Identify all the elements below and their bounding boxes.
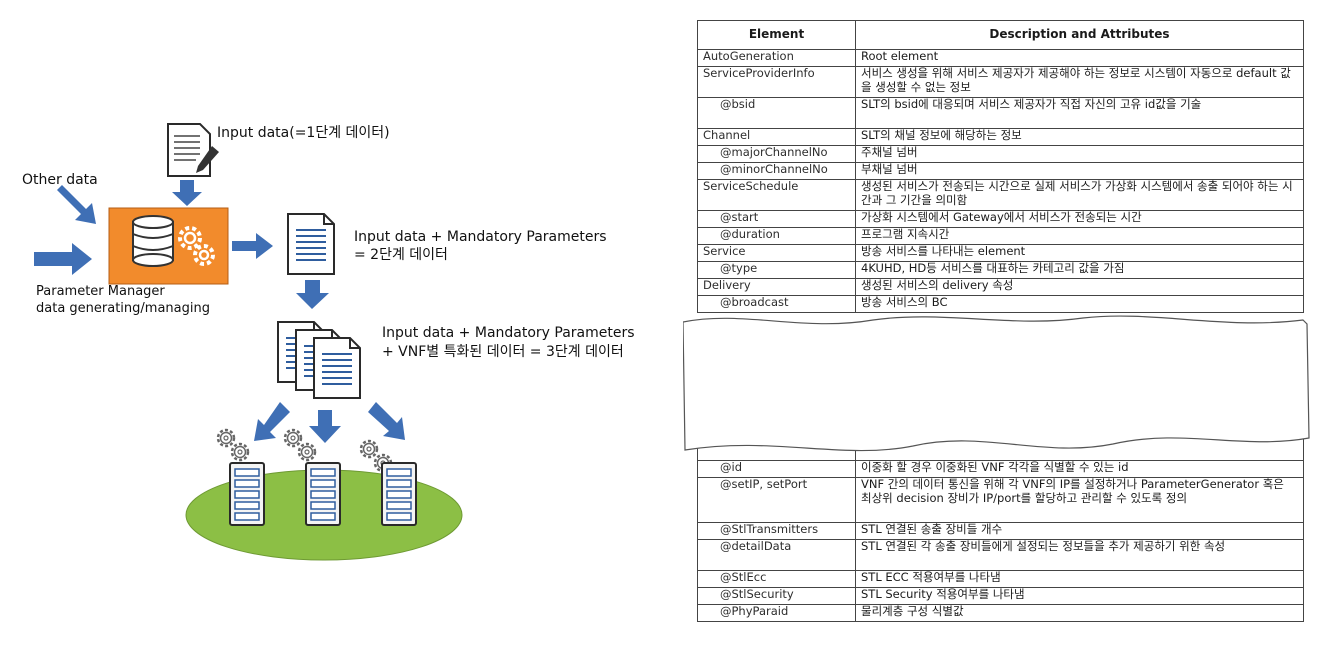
arrow-other-data — [52, 185, 96, 224]
stage3-label-line2: + VNF별 특화된 데이터 = 3단계 데이터 — [382, 344, 624, 360]
server-gears-2-icon — [283, 428, 317, 462]
element-cell: @setIP, setPort — [697, 477, 856, 523]
input-data-label: Input data(=1단계 데이터) — [217, 125, 390, 141]
element-cell: @StlTransmitters — [697, 522, 856, 540]
arrow-input-to-manager — [172, 180, 202, 206]
element-table-top: Element Description and Attributes AutoG… — [697, 20, 1304, 313]
server-2-icon — [305, 462, 341, 526]
description-cell: STL Security 적용여부를 나타냄 — [855, 587, 1304, 605]
description-cell: VNF 간의 데이터 통신을 위해 각 VNF의 IP를 설정하거나 Param… — [855, 477, 1304, 523]
description-cell: 가상화 시스템에서 Gateway에서 서비스가 전송되는 시간 — [855, 210, 1304, 228]
description-cell: 프로그램 지속시간 — [855, 227, 1304, 245]
arrow-external-input — [34, 243, 92, 275]
stage2-label-line1: Input data + Mandatory Parameters — [354, 229, 607, 245]
manager-label-line2: data generating/managing — [36, 301, 210, 316]
element-cell: @PhyParaid — [697, 604, 856, 622]
description-cell: 서비스 생성을 위해 서비스 제공자가 제공해야 하는 정보로 시스템이 자동으… — [855, 66, 1304, 98]
description-cell: SLT의 채널 정보에 해당하는 정보 — [855, 128, 1304, 146]
stage3-label-line1: Input data + Mandatory Parameters — [382, 325, 635, 341]
description-cell: STL 연결된 각 송출 장비들에게 설정되는 정보들을 추가 제공하기 위한 … — [855, 539, 1304, 571]
header-description: Description and Attributes — [855, 20, 1304, 50]
distribution-arrows — [254, 402, 405, 443]
diagram-graphics — [34, 123, 463, 561]
element-cell: @type — [697, 261, 856, 279]
element-cell: ServiceProviderInfo — [697, 66, 856, 98]
element-cell: @StlEcc — [697, 570, 856, 588]
element-cell: @majorChannelNo — [697, 145, 856, 163]
element-cell: @detailData — [697, 539, 856, 571]
parameter-manager-box — [108, 207, 229, 285]
element-cell: @duration — [697, 227, 856, 245]
description-cell: Root element — [855, 49, 1304, 67]
element-cell: ServiceSchedule — [697, 179, 856, 211]
stage2-label-line2: = 2단계 데이터 — [354, 247, 448, 263]
workflow-diagram: Input data(=1단계 데이터) Other data Paramete… — [22, 123, 635, 561]
stage3-documents-icon — [277, 321, 361, 399]
arrow-manager-to-stage2 — [232, 233, 273, 259]
description-cell: 주채널 넘버 — [855, 145, 1304, 163]
server-3-icon — [381, 462, 417, 526]
element-cell: @start — [697, 210, 856, 228]
description-cell: 방송 서비스를 나타내는 element — [855, 244, 1304, 262]
gear-icon — [178, 226, 215, 266]
element-cell: AutoGeneration — [697, 49, 856, 67]
table-header-row: Element Description and Attributes — [697, 20, 1304, 50]
manager-label-line1: Parameter Manager — [36, 284, 165, 299]
arrow-stage2-to-stage3 — [296, 280, 329, 309]
description-cell: 부채널 넘버 — [855, 162, 1304, 180]
element-cell: @minorChannelNo — [697, 162, 856, 180]
description-cell: STL 연결된 송출 장비들 개수 — [855, 522, 1304, 540]
database-icon — [132, 215, 174, 267]
description-cell: 방송 서비스의 BC — [855, 295, 1304, 313]
element-cell: Channel — [697, 128, 856, 146]
header-element: Element — [697, 20, 856, 50]
description-cell: 4KUHD, HD등 서비스를 대표하는 카테고리 값을 가짐 — [855, 261, 1304, 279]
description-cell: 물리계층 구성 식별값 — [855, 604, 1304, 622]
description-cell: 생성된 서비스가 전송되는 시간으로 실제 서비스가 가상화 시스템에서 송출 … — [855, 179, 1304, 211]
description-cell: 생성된 서비스의 delivery 속성 — [855, 278, 1304, 296]
element-cell: @broadcast — [697, 295, 856, 313]
server-gears-1-icon — [216, 428, 250, 462]
description-cell: SLT의 bsid에 대응되며 서비스 제공자가 직접 자신의 고유 id값을 … — [855, 97, 1304, 129]
element-cell: @bsid — [697, 97, 856, 129]
element-cell: @StlSecurity — [697, 587, 856, 605]
input-document-icon — [167, 123, 219, 177]
server-1-icon — [229, 462, 265, 526]
other-data-label: Other data — [22, 172, 98, 188]
element-cell: Delivery — [697, 278, 856, 296]
torn-paper-overlay — [683, 315, 1310, 452]
stage2-document-icon — [287, 213, 335, 275]
description-cell: STL ECC 적용여부를 나타냄 — [855, 570, 1304, 588]
element-cell: Service — [697, 244, 856, 262]
